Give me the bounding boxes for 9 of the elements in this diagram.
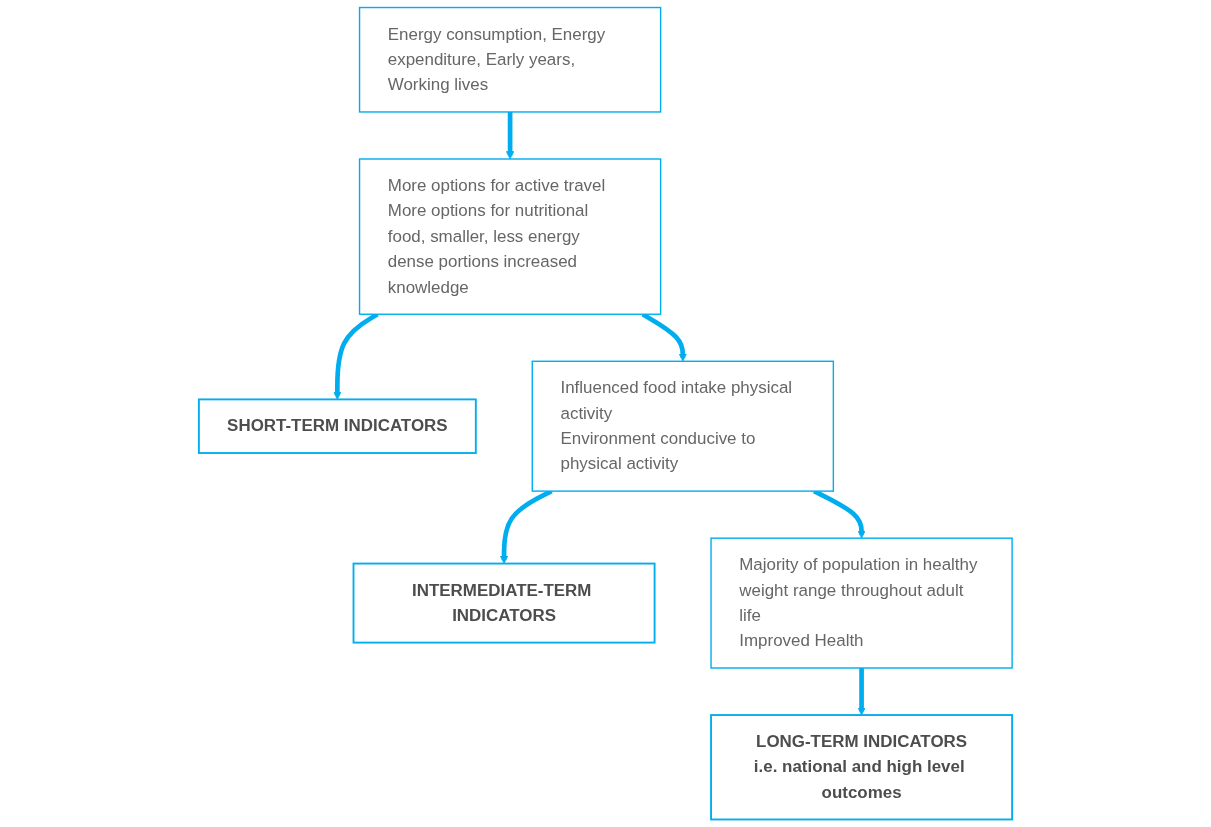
node-box: SHORT-TERM INDICATORS	[197, 398, 477, 454]
node-box: Majority of population in healthy weight range throughout adult life Improved Health	[710, 537, 1013, 669]
node-box: Energy consumption, Energy expenditure, Early years, Working lives	[358, 6, 662, 113]
node-box: LONG-TERM INDICATORS i.e. national and high level outcomes	[710, 714, 1014, 821]
arrow	[505, 111, 515, 160]
arrow	[857, 668, 866, 716]
node-box: Influenced food intake physical activity Environment conducive to physical activity	[531, 360, 835, 492]
node-box: INTERMEDIATE-TERM INDICATORS	[352, 562, 656, 644]
node-box: More options for active travel More options for nutritional food, smaller, less energy dense portions increased knowledge	[358, 158, 662, 315]
